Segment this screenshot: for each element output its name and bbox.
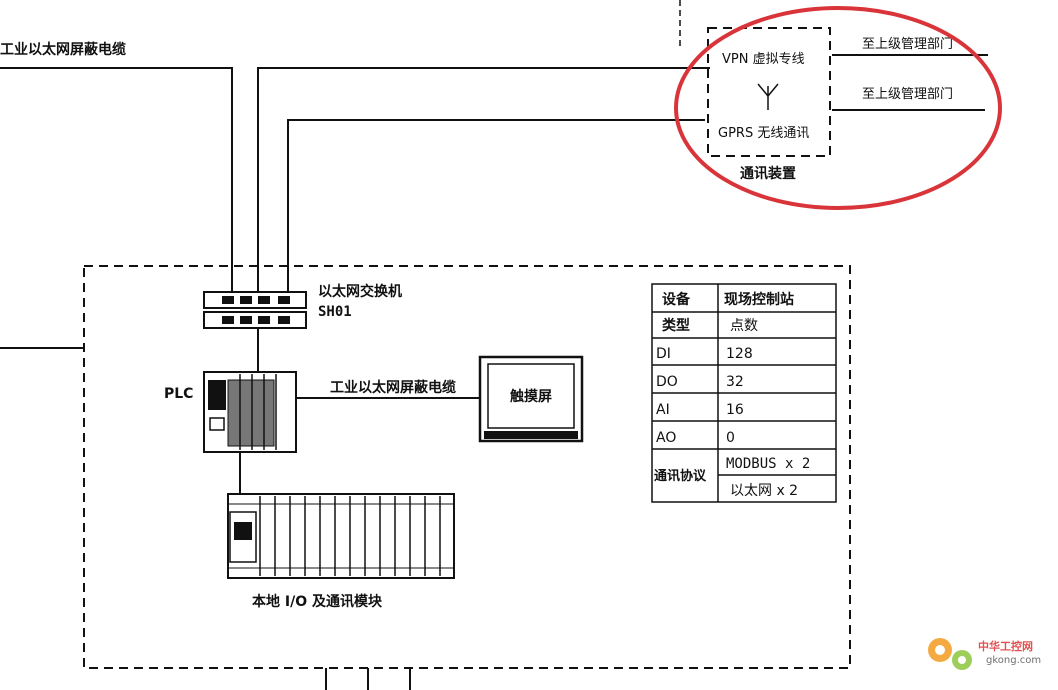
switch-unit-1 xyxy=(203,291,307,309)
plc-cpu-module xyxy=(208,380,226,410)
table-protocol-label: 通讯协议 xyxy=(654,468,707,484)
comm-device-box xyxy=(707,27,831,157)
top-cables xyxy=(0,54,988,349)
table-row-ai-type: AI xyxy=(656,402,670,418)
plc-label: PLC xyxy=(164,386,193,402)
comm-device-label: 通讯装置 xyxy=(740,165,796,182)
cable-2 xyxy=(257,67,710,292)
table-row-di-type: DI xyxy=(656,346,671,362)
vpn-label: VPN 虚拟专线 xyxy=(722,52,805,67)
touchscreen-base xyxy=(484,431,578,439)
switch-name-label: 以太网交换机 xyxy=(318,283,402,300)
touchscreen-device: 触摸屏 xyxy=(478,355,584,443)
highlight-ellipse xyxy=(674,6,1002,210)
table-header-points: 点数 xyxy=(730,318,758,334)
switch-unit-2 xyxy=(203,311,307,329)
cable-top-label: 工业以太网屏蔽电缆 xyxy=(0,41,126,58)
table-header-type: 类型 xyxy=(662,317,690,334)
gkong-logo-watermark: 中华工控网 gkong.com xyxy=(928,638,1041,670)
antenna-icon xyxy=(757,83,779,110)
watermark-url: gkong.com xyxy=(986,655,1041,666)
local-io-label: 本地 I/O 及通讯模块 xyxy=(252,593,383,610)
io-points-table xyxy=(651,283,837,503)
field-control-station-box xyxy=(83,265,851,669)
table-row-ao-count: 0 xyxy=(726,430,735,446)
touchscreen-label: 触摸屏 xyxy=(509,388,552,405)
table-row-ao-type: AO xyxy=(656,430,676,446)
table-row-ai-count: 16 xyxy=(726,402,744,418)
cable-3 xyxy=(287,119,705,292)
table-header-device: 设备 xyxy=(662,291,691,308)
table-protocol-modbus: MODBUS x 2 xyxy=(726,456,810,472)
io-rack-body xyxy=(227,493,455,579)
to-upper-label-2: 至上级管理部门 xyxy=(862,87,953,102)
table-row-di-count: 128 xyxy=(726,346,753,362)
table-row-do-type: DO xyxy=(656,374,678,390)
to-upper-label-1: 至上级管理部门 xyxy=(862,37,953,52)
switch-id-label: SH01 xyxy=(318,304,352,320)
table-row-do-count: 32 xyxy=(726,374,744,390)
table-header-station: 现场控制站 xyxy=(724,291,794,308)
plc-rack xyxy=(203,371,297,453)
cable-1 xyxy=(0,67,233,292)
ethernet-switch xyxy=(203,291,307,329)
plc-io-modules xyxy=(227,379,275,447)
bottom-stubs xyxy=(325,668,411,690)
touchscreen-display xyxy=(487,363,575,429)
gprs-label: GPRS 无线通讯 xyxy=(718,126,809,141)
local-io-rack xyxy=(227,493,455,579)
comm-device: VPN 虚拟专线 GPRS 无线通讯 通讯装置 xyxy=(707,27,831,182)
table-protocol-ethernet: 以太网 x 2 xyxy=(730,483,798,499)
cable-mid-label: 工业以太网屏蔽电缆 xyxy=(330,379,456,396)
watermark-name: 中华工控网 xyxy=(978,639,1033,653)
